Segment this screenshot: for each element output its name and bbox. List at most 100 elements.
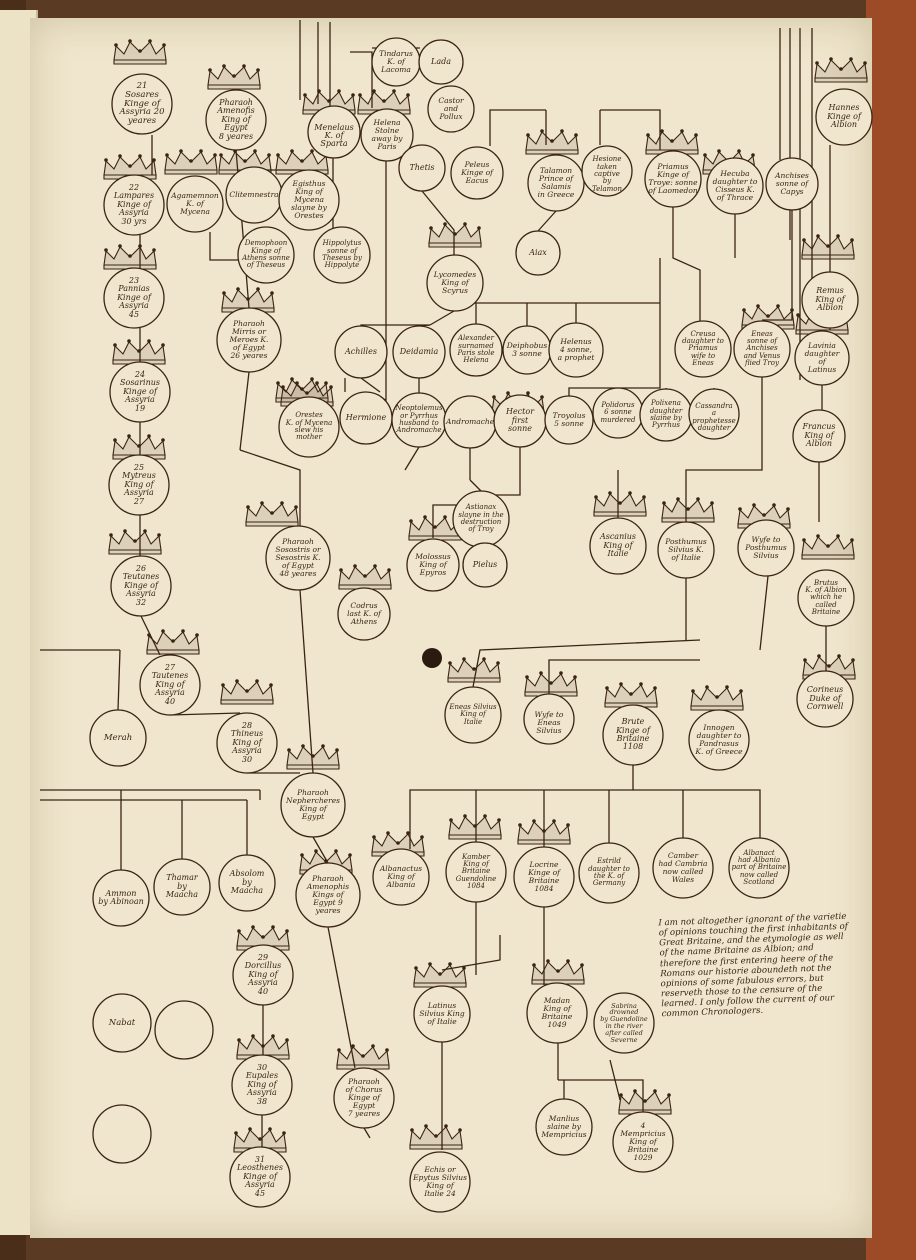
person-circle xyxy=(278,396,340,458)
crown-icon xyxy=(275,149,329,175)
person-circle xyxy=(589,517,647,575)
crown-icon xyxy=(801,234,855,260)
person-circle xyxy=(794,330,850,386)
lineage-line xyxy=(169,712,241,716)
crown-icon xyxy=(146,629,200,655)
lineage-line xyxy=(429,310,455,326)
lineage-line xyxy=(404,446,420,471)
person-circle xyxy=(796,670,854,728)
crown-icon xyxy=(801,534,855,560)
lineage-line xyxy=(537,210,557,232)
person-circle xyxy=(103,267,165,329)
person-circle xyxy=(815,88,873,146)
crown-icon xyxy=(286,744,340,770)
lineage-line xyxy=(762,210,793,321)
person-circle xyxy=(166,175,224,233)
crown-icon xyxy=(245,501,299,527)
crown-icon xyxy=(593,491,647,517)
person-circle xyxy=(333,1067,395,1129)
person-circle xyxy=(295,862,361,928)
lineage-line xyxy=(360,377,381,393)
crown-icon xyxy=(220,679,274,705)
person-circle xyxy=(688,388,740,440)
person-circle xyxy=(392,325,446,379)
person-circle xyxy=(334,325,388,379)
ink-blot xyxy=(422,648,442,668)
person-circle xyxy=(544,395,594,445)
person-circle xyxy=(444,686,502,744)
crown-icon xyxy=(336,1044,390,1070)
person-circle xyxy=(278,169,340,231)
person-circle xyxy=(581,145,633,197)
person-circle xyxy=(237,226,295,284)
person-circle xyxy=(103,174,165,236)
person-circle xyxy=(216,307,282,373)
person-circle xyxy=(450,146,504,200)
person-circle xyxy=(154,1000,214,1060)
lineage-line xyxy=(350,51,373,108)
person-circle xyxy=(413,985,471,1043)
person-circle xyxy=(205,89,267,151)
crown-icon xyxy=(531,959,585,985)
person-circle xyxy=(371,37,421,87)
person-circle xyxy=(733,320,791,378)
person-circle xyxy=(674,320,732,378)
person-circle xyxy=(593,992,655,1054)
person-circle xyxy=(728,837,790,899)
person-circle xyxy=(644,150,702,208)
person-circle xyxy=(225,166,283,224)
lineage-line xyxy=(472,639,701,688)
person-circle xyxy=(602,704,664,766)
person-circle xyxy=(92,869,150,927)
lineage-line xyxy=(239,449,301,526)
crown-icon xyxy=(814,57,868,83)
person-circle xyxy=(265,525,331,591)
crown-icon xyxy=(448,814,502,840)
crown-icon xyxy=(447,657,501,683)
person-circle xyxy=(523,693,575,745)
person-circle xyxy=(307,105,361,159)
crown-icon xyxy=(236,1034,290,1060)
person-circle xyxy=(216,712,278,774)
person-circle xyxy=(89,709,147,767)
person-circle xyxy=(391,392,447,448)
person-circle xyxy=(339,391,393,445)
person-circle xyxy=(801,271,859,329)
person-circle xyxy=(652,837,714,899)
person-circle xyxy=(372,848,430,906)
book-cover-right xyxy=(866,0,916,1260)
person-circle xyxy=(657,521,715,579)
person-circle xyxy=(108,454,170,516)
crown-icon xyxy=(112,434,166,460)
crown-icon xyxy=(645,129,699,155)
person-circle xyxy=(765,157,819,211)
person-circle xyxy=(360,108,414,162)
crown-icon xyxy=(357,89,411,115)
lineage-line xyxy=(609,1059,621,1101)
person-circle xyxy=(706,157,764,215)
person-circle xyxy=(111,73,173,135)
lineage-line xyxy=(409,765,634,849)
crown-icon xyxy=(113,39,167,65)
lineage-line xyxy=(672,207,701,321)
person-circle xyxy=(797,569,855,627)
lineage-line xyxy=(327,926,356,1069)
crown-icon xyxy=(413,962,467,988)
crown-icon xyxy=(524,671,578,697)
crown-icon xyxy=(112,339,166,365)
person-circle xyxy=(232,944,294,1006)
crown-icon xyxy=(690,685,744,711)
person-circle xyxy=(443,395,497,449)
person-circle xyxy=(406,538,460,592)
person-circle xyxy=(398,144,446,192)
lineage-line xyxy=(299,589,314,774)
lineage-line xyxy=(489,109,546,146)
crown-icon xyxy=(517,819,571,845)
person-circle xyxy=(139,654,201,716)
person-circle xyxy=(231,1054,293,1116)
author-note: I am not altogether ignorant of the vari… xyxy=(658,911,849,1020)
crown-icon xyxy=(221,287,275,313)
person-circle xyxy=(526,982,588,1044)
lineage-line xyxy=(685,377,763,522)
